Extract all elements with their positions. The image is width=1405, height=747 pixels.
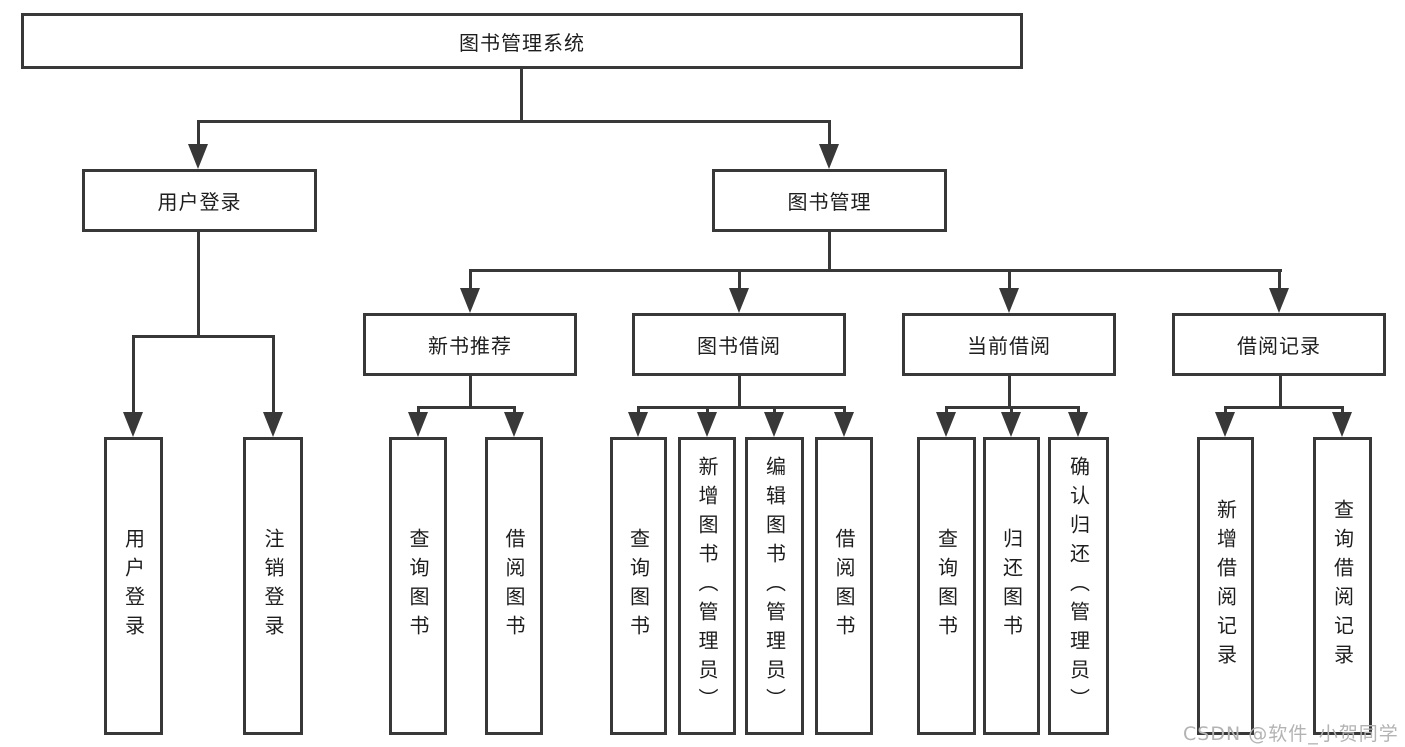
leaf-logout-login-label: 注销登录 bbox=[261, 528, 285, 644]
leaf-current-query-book-label: 查询图书 bbox=[934, 528, 959, 644]
leaf-user-login: 用户登录 bbox=[104, 437, 163, 735]
leaf-current-confirm-return-admin-label: 确认归还（管理员） bbox=[1066, 455, 1091, 717]
leaf-borrow-query-book: 查询图书 bbox=[610, 437, 667, 735]
connector-vline bbox=[469, 269, 472, 290]
arrow-down-icon bbox=[263, 412, 283, 437]
connector-hline bbox=[469, 269, 1282, 272]
arrow-down-icon bbox=[819, 144, 839, 169]
connector-vline bbox=[843, 406, 846, 414]
connector-vline bbox=[469, 376, 472, 409]
csdn-watermark: CSDN @软件_小贺同学 bbox=[1183, 723, 1399, 745]
arrow-down-icon bbox=[408, 412, 428, 437]
leaf-records-query-record: 查询借阅记录 bbox=[1313, 437, 1372, 735]
leaf-borrow-edit-book-admin: 编辑图书（管理员） bbox=[745, 437, 804, 735]
leaf-recommend-query-book-label: 查询图书 bbox=[406, 528, 430, 644]
connector-vline bbox=[1341, 406, 1344, 414]
arrow-down-icon bbox=[1215, 412, 1235, 437]
leaf-current-query-book: 查询图书 bbox=[917, 437, 976, 735]
connector-vline bbox=[828, 120, 831, 146]
node-root-label: 图书管理系统 bbox=[459, 30, 585, 55]
arrow-down-icon bbox=[460, 288, 480, 313]
connector-vline bbox=[1008, 376, 1011, 409]
connector-vline bbox=[132, 335, 135, 414]
arrow-down-icon bbox=[1068, 412, 1088, 437]
connector-hline bbox=[1224, 406, 1344, 409]
leaf-current-confirm-return-admin: 确认归还（管理员） bbox=[1048, 437, 1109, 735]
leaf-borrow-borrow-book: 借阅图书 bbox=[815, 437, 873, 735]
node-borrow-records-label: 借阅记录 bbox=[1237, 334, 1321, 358]
arrow-down-icon bbox=[764, 412, 784, 437]
arrow-down-icon bbox=[1332, 412, 1352, 437]
connector-vline bbox=[1224, 406, 1227, 414]
node-current-borrow-label: 当前借阅 bbox=[967, 334, 1051, 358]
node-book-manage-label: 图书管理 bbox=[787, 190, 872, 214]
node-current-borrow: 当前借阅 bbox=[902, 313, 1116, 376]
connector-vline bbox=[738, 376, 741, 409]
arrow-down-icon bbox=[834, 412, 854, 437]
node-new-book-recommend-label: 新书推荐 bbox=[428, 334, 512, 358]
connector-vline bbox=[773, 406, 776, 414]
leaf-current-return-book-label: 归还图书 bbox=[999, 528, 1024, 644]
leaf-recommend-query-book: 查询图书 bbox=[389, 437, 447, 735]
leaf-current-return-book: 归还图书 bbox=[983, 437, 1040, 735]
connector-vline bbox=[828, 232, 831, 272]
leaf-recommend-borrow-book-label: 借阅图书 bbox=[502, 528, 526, 644]
leaf-recommend-borrow-book: 借阅图书 bbox=[485, 437, 543, 735]
connector-vline bbox=[637, 406, 640, 414]
connector-vline bbox=[1077, 406, 1080, 414]
leaf-borrow-borrow-book-label: 借阅图书 bbox=[832, 528, 856, 644]
leaf-borrow-add-book-admin: 新增图书（管理员） bbox=[678, 437, 736, 735]
connector-vline bbox=[1279, 376, 1282, 409]
connector-vline bbox=[1008, 269, 1011, 290]
leaf-borrow-add-book-admin-label: 新增图书（管理员） bbox=[695, 455, 719, 717]
node-book-manage: 图书管理 bbox=[712, 169, 947, 232]
connector-vline bbox=[520, 69, 523, 122]
arrow-down-icon bbox=[1269, 288, 1289, 313]
connector-hline bbox=[637, 406, 846, 409]
arrow-down-icon bbox=[628, 412, 648, 437]
node-book-borrow: 图书借阅 bbox=[632, 313, 846, 376]
leaf-records-add-record-label: 新增借阅记录 bbox=[1213, 499, 1238, 673]
leaf-logout-login: 注销登录 bbox=[243, 437, 303, 735]
node-user-login: 用户登录 bbox=[82, 169, 317, 232]
connector-vline bbox=[1278, 269, 1281, 290]
node-root: 图书管理系统 bbox=[21, 13, 1023, 69]
connector-hline bbox=[132, 335, 275, 338]
connector-vline bbox=[945, 406, 948, 414]
node-new-book-recommend: 新书推荐 bbox=[363, 313, 577, 376]
leaf-borrow-edit-book-admin-label: 编辑图书（管理员） bbox=[762, 455, 787, 717]
connector-vline bbox=[272, 335, 275, 414]
node-borrow-records: 借阅记录 bbox=[1172, 313, 1386, 376]
arrow-down-icon bbox=[504, 412, 524, 437]
node-user-login-label: 用户登录 bbox=[157, 190, 242, 214]
connector-vline bbox=[706, 406, 709, 414]
arrow-down-icon bbox=[999, 288, 1019, 313]
arrow-down-icon bbox=[729, 288, 749, 313]
leaf-records-add-record: 新增借阅记录 bbox=[1197, 437, 1254, 735]
arrow-down-icon bbox=[123, 412, 143, 437]
connector-vline bbox=[738, 269, 741, 290]
leaf-records-query-record-label: 查询借阅记录 bbox=[1330, 499, 1355, 673]
arrow-down-icon bbox=[188, 144, 208, 169]
connector-vline bbox=[513, 406, 516, 414]
connector-vline bbox=[1010, 406, 1013, 414]
arrow-down-icon bbox=[697, 412, 717, 437]
connector-vline bbox=[197, 120, 200, 146]
node-book-borrow-label: 图书借阅 bbox=[697, 334, 781, 358]
leaf-borrow-query-book-label: 查询图书 bbox=[626, 528, 651, 644]
connector-vline bbox=[417, 406, 420, 414]
arrow-down-icon bbox=[936, 412, 956, 437]
leaf-user-login-label: 用户登录 bbox=[121, 528, 146, 644]
connector-hline bbox=[417, 406, 516, 409]
connector-hline bbox=[197, 120, 831, 123]
arrow-down-icon bbox=[1001, 412, 1021, 437]
connector-vline bbox=[197, 232, 200, 337]
